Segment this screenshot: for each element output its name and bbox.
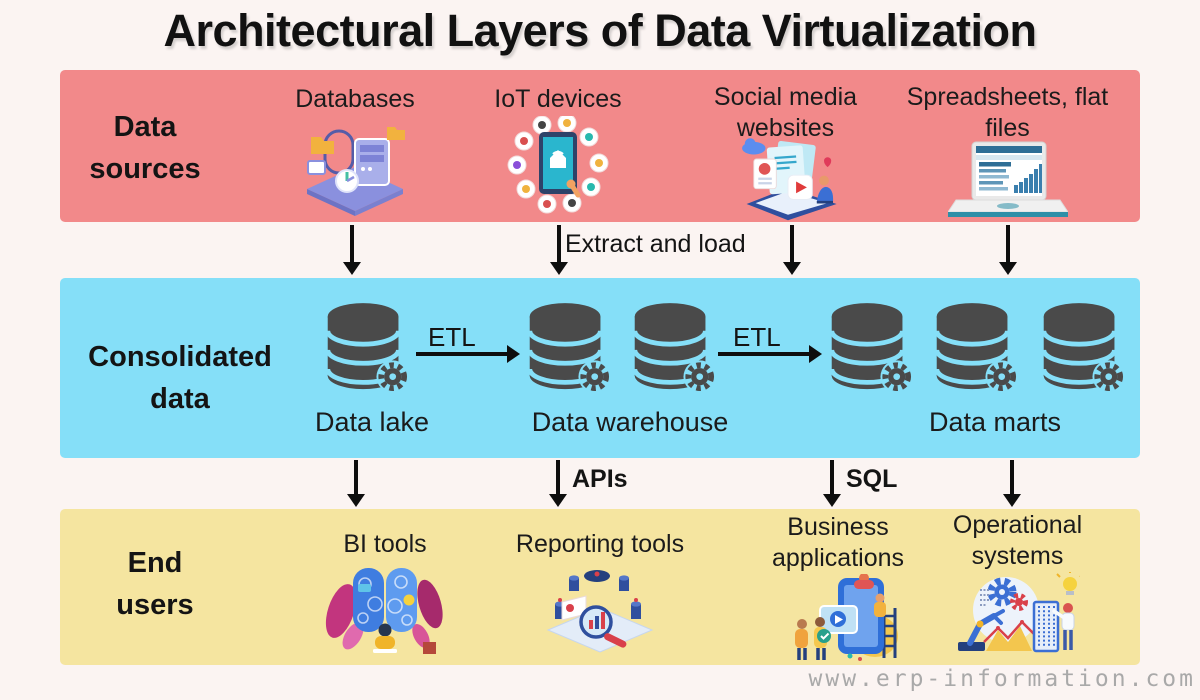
social-media-illustration: [742, 138, 837, 221]
data-lake-label: Data lake: [314, 407, 430, 437]
business-applications-illustration: [795, 574, 898, 661]
data-marts-label: Data marts: [928, 407, 1062, 437]
spreadsheets-label: Spreadsheets, flat files: [906, 83, 1109, 142]
etl-arrow-lake-to-warehouse: [416, 344, 520, 363]
reporting-tools-label: Reporting tools: [515, 530, 685, 558]
databases-label: Databases: [295, 85, 415, 113]
row-label-end-users: End users: [116, 547, 194, 622]
data-warehouse-label: Data warehouse: [531, 407, 729, 437]
spreadsheets-illustration: [948, 141, 1068, 217]
database-gear-icon: [931, 300, 1017, 396]
reporting-tools-illustration: [546, 570, 654, 653]
database-gear-icon: [524, 300, 610, 396]
bi-tools-illustration: [325, 568, 443, 654]
arrow-spreadsheets-to-consolidated: [998, 225, 1017, 275]
etl-label-right: ETL: [733, 322, 781, 352]
arrow-iot-to-consolidated: [549, 225, 568, 275]
extract-and-load-label: Extract and load: [565, 230, 746, 258]
database-gear-icon: [629, 300, 715, 396]
database-gear-icon: [826, 300, 912, 396]
etl-arrow-warehouse-to-marts: [718, 344, 822, 363]
arrow-to-operational-systems: [1002, 460, 1021, 507]
row-label-consolidated-data: Consolidated data: [88, 341, 272, 416]
social-media-label: Social media websites: [713, 83, 858, 142]
arrow-to-reporting-tools: [548, 460, 567, 507]
operational-systems-label: Operational systems: [952, 511, 1083, 570]
arrow-to-bi-tools: [346, 460, 365, 507]
business-applications-label: Business applications: [771, 513, 905, 572]
bi-tools-label: BI tools: [343, 530, 427, 558]
database-gear-icon: [1038, 300, 1124, 396]
iot-devices-illustration: [507, 116, 609, 214]
page-title: Architectural Layers of Data Virtualizat…: [163, 5, 1037, 56]
arrow-to-business-applications: [822, 460, 841, 507]
etl-label-left: ETL: [428, 322, 476, 352]
data-sources-band: [60, 70, 1140, 222]
iot-devices-label: IoT devices: [494, 85, 622, 113]
operational-systems-illustration: [958, 572, 1080, 653]
arrow-social-to-consolidated: [782, 225, 801, 275]
watermark: www.erp-information.com: [808, 666, 1196, 692]
arrow-databases-to-consolidated: [342, 225, 361, 275]
databases-illustration: [307, 127, 405, 216]
apis-label: APIs: [572, 465, 628, 493]
row-label-data-sources: Data sources: [89, 111, 201, 186]
sql-label: SQL: [846, 465, 898, 493]
database-gear-icon: [322, 300, 408, 396]
